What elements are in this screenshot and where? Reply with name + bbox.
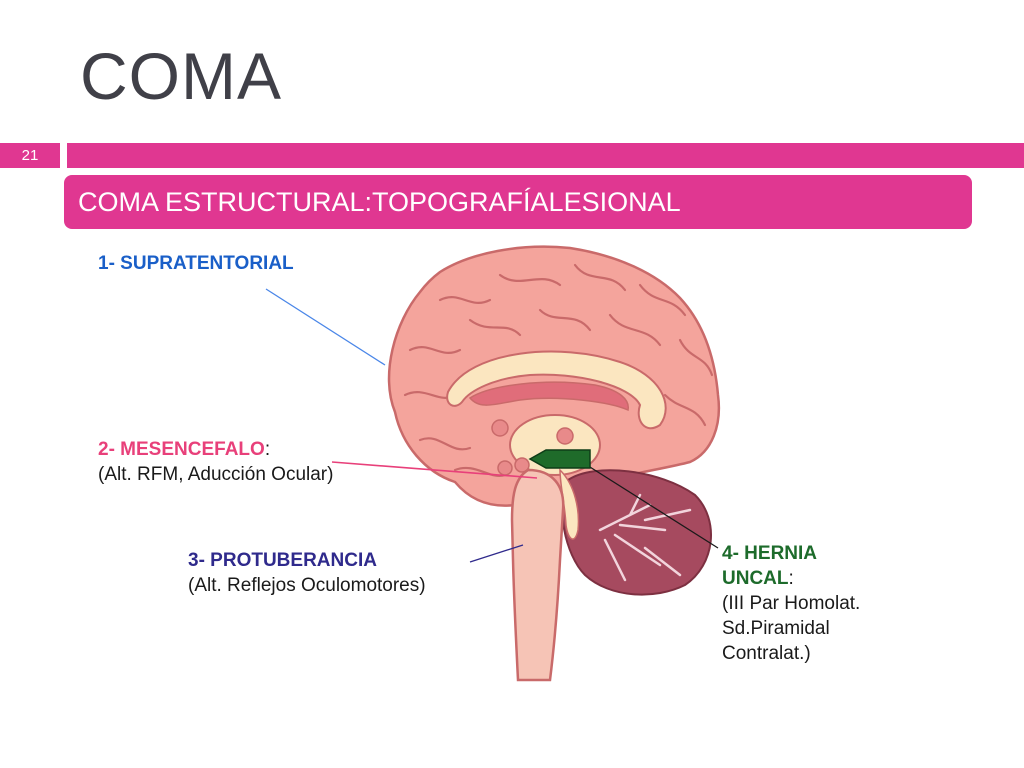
- protuberancia-pointer: [469, 544, 524, 563]
- midbrain-nucleus-1: [497, 460, 513, 476]
- protuberancia-title: 3- PROTUBERANCIA: [188, 550, 377, 571]
- header-bar: [67, 143, 1024, 168]
- hernia-title-1: 4- HERNIA: [722, 543, 818, 564]
- herniation-arrow: [528, 449, 591, 469]
- brainstem: [510, 468, 565, 682]
- hernia-pointer: [581, 461, 719, 549]
- hernia-detail-1: (III Par Homolat.: [722, 593, 861, 614]
- subtitle-text: COMA ESTRUCTURAL:TOPOGRAFÍALESIONAL: [78, 187, 681, 217]
- hernia-label: 4- HERNIA UNCAL: (III Par Homolat. Sd.Pi…: [722, 541, 860, 666]
- protuberancia-detail: (Alt. Reflejos Oculomotores): [188, 575, 426, 596]
- corpus-callosum: [446, 350, 667, 430]
- mesencefalo-detail: (Alt. RFM, Aducción Ocular): [98, 464, 334, 485]
- supratentorial-label: 1- SUPRATENTORIAL: [98, 253, 294, 274]
- mesencefalo-title: 2- MESENCEFALO: [98, 439, 265, 460]
- arbor-vitae: [598, 493, 692, 582]
- slide-number: 21: [0, 143, 60, 168]
- hernia-colon: :: [788, 568, 794, 589]
- subtitle-box: COMA ESTRUCTURAL:TOPOGRAFÍALESIONAL: [64, 175, 972, 229]
- midbrain-nucleus-2: [514, 457, 530, 473]
- mesencefalo-pointer: [331, 461, 538, 479]
- supratentorial-pointer: [265, 288, 386, 366]
- cerebrum-shape: [387, 245, 721, 507]
- lateral-ventricle: [468, 381, 629, 412]
- mesencefalo-colon: :: [264, 439, 271, 460]
- nucleus-left: [491, 419, 509, 437]
- cerebellum: [561, 469, 712, 596]
- hernia-title-2: UNCAL: [722, 568, 789, 589]
- hernia-detail-2: Sd.Piramidal: [722, 618, 830, 639]
- gyri-lines: [403, 263, 714, 477]
- slide-title: COMA: [80, 39, 282, 113]
- nucleus-right: [556, 427, 574, 445]
- hernia-detail-3: Contralat.): [722, 643, 811, 664]
- protuberancia-label: 3- PROTUBERANCIA (Alt. Reflejos Oculomot…: [188, 548, 426, 598]
- mesencefalo-label: 2- MESENCEFALO: (Alt. RFM, Aducción Ocul…: [98, 437, 333, 487]
